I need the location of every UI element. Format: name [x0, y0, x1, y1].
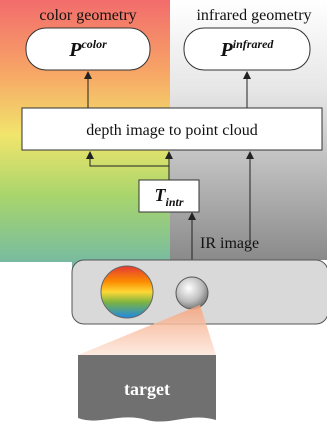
- color-geometry-title: color geometry: [39, 7, 136, 24]
- t-intr-label: Tintr: [154, 185, 183, 209]
- ir-image-label: IR image: [200, 235, 259, 252]
- depth-to-point-cloud-label: depth image to point cloud: [86, 122, 258, 139]
- target-shape: [78, 355, 216, 422]
- color-lens: [100, 265, 154, 319]
- infrared-geometry-title: infrared geometry: [196, 7, 311, 24]
- p-infrared-label: Pinfrared: [220, 37, 275, 61]
- ir-beam: [78, 305, 216, 355]
- p-infrared-box: [183, 27, 311, 71]
- p-color-box: [25, 27, 151, 71]
- target-label: target: [124, 379, 170, 399]
- ir-lens: [175, 276, 209, 310]
- depth-to-point-cloud-box: [21, 107, 323, 151]
- p-color-label: Pcolor: [68, 37, 107, 61]
